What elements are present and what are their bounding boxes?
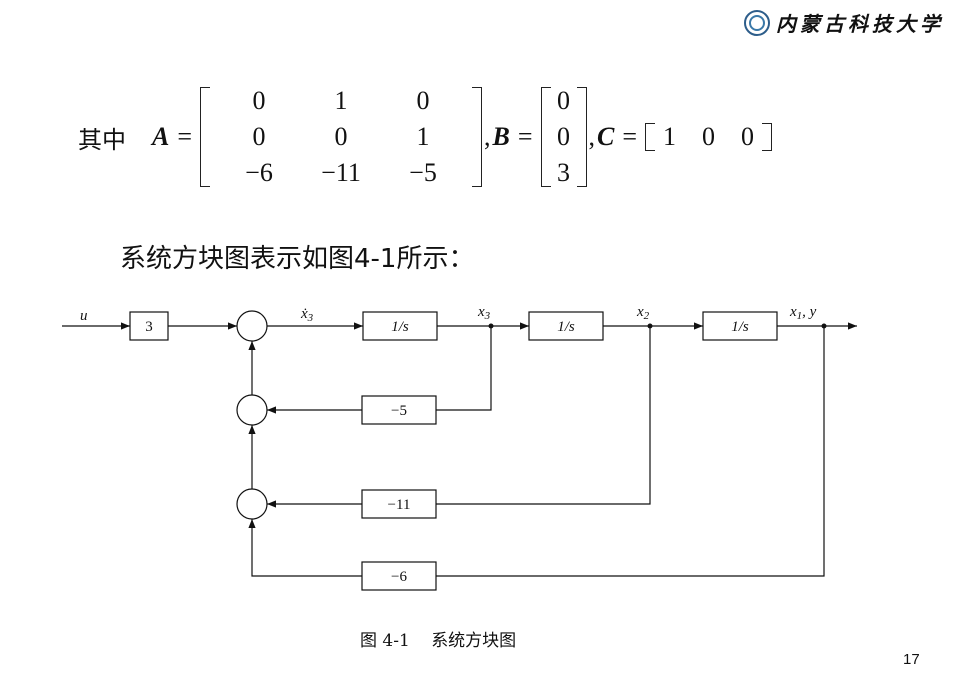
comma: , <box>588 122 596 151</box>
matrix-c: 1 0 0 <box>645 117 773 157</box>
matrix-a-cell: 0 <box>416 86 430 115</box>
matrix-a-cell: 0 <box>252 122 266 151</box>
matrix-a-cell: 0 <box>334 122 348 151</box>
matrix-a-cell: 1 <box>334 86 348 115</box>
feedback-gain-label: −5 <box>391 403 407 419</box>
feedback-x1-path <box>436 326 825 577</box>
equation-lead: 其中 <box>78 125 126 154</box>
page-number: 17 <box>903 651 920 668</box>
equals-sign: = <box>517 122 533 151</box>
matrix-c-label: C <box>597 122 615 151</box>
matrix-c-cell: 0 <box>702 122 716 151</box>
integrator-label: 1/s <box>557 319 575 335</box>
figure-number: 图 4-1 <box>360 631 410 651</box>
integrator-label: 1/s <box>391 319 409 335</box>
equals-sign: = <box>622 122 638 151</box>
gain-block-label: 3 <box>145 319 153 335</box>
summing-junction <box>236 488 268 520</box>
matrix-a-cell: 0 <box>252 86 266 115</box>
feedback-x1-arrow <box>248 519 362 577</box>
feedback-gain-label: −11 <box>388 497 411 513</box>
feedback-gain-label: −6 <box>391 569 407 585</box>
feedback-gain-block <box>361 561 437 591</box>
integrator-label: 1/s <box>731 319 749 335</box>
integrator-block <box>528 311 604 341</box>
state-space-equation: 其中 A = 0 1 0 0 0 1 −6 −11 −5 , B = 0 0 3… <box>78 78 773 196</box>
matrix-a-label: A <box>152 122 170 151</box>
matrix-a-cell: −6 <box>245 158 273 187</box>
matrix-a-cell: −11 <box>321 158 361 187</box>
feedback-x3-path <box>436 326 492 411</box>
matrix-b: 0 0 3 <box>540 81 587 193</box>
branch-point <box>821 323 827 329</box>
block-diagram: 3 1/s 1/s 1/s −5 −11 −6 u ẋ3 x3 x2 x1, y <box>62 304 857 591</box>
figure-caption: 图 4-1 系统方块图 <box>360 626 516 651</box>
summing-junction <box>236 310 268 342</box>
matrix-b-label: B <box>492 122 510 151</box>
branch-point <box>647 323 653 329</box>
input-label: u <box>80 308 88 324</box>
feedback-gain-block <box>361 489 437 519</box>
university-logo: 内蒙古科技大学 <box>744 8 944 37</box>
signal-label-x3: x3 <box>477 304 491 322</box>
matrix-a: 0 1 0 0 0 1 −6 −11 −5 <box>200 81 483 193</box>
feedback-gain-block <box>361 395 437 425</box>
equals-sign: = <box>177 122 193 151</box>
branch-point <box>488 323 494 329</box>
summing-junction <box>236 394 268 426</box>
matrix-c-cell: 1 <box>663 122 677 151</box>
feedback-x2-path <box>436 326 651 505</box>
university-emblem-icon <box>744 9 770 36</box>
signal-label-x3dot: ẋ3 <box>300 306 314 324</box>
description-text: 系统方块图表示如图4-1所示： <box>120 244 475 274</box>
comma: , <box>484 122 491 151</box>
matrix-a-cell: −5 <box>409 158 437 187</box>
matrix-c-cell: 0 <box>741 122 755 151</box>
signal-label-x2: x2 <box>636 304 650 322</box>
matrix-a-cell: 1 <box>416 122 430 151</box>
integrator-block <box>362 311 438 341</box>
matrix-b-cell: 0 <box>557 86 571 115</box>
matrix-b-cell: 3 <box>557 158 571 187</box>
signal-label-output: x1, y <box>789 304 817 322</box>
logo-text: 内蒙古科技大学 <box>776 12 944 36</box>
matrix-b-cell: 0 <box>557 122 571 151</box>
figure-title: 系统方块图 <box>431 631 517 651</box>
